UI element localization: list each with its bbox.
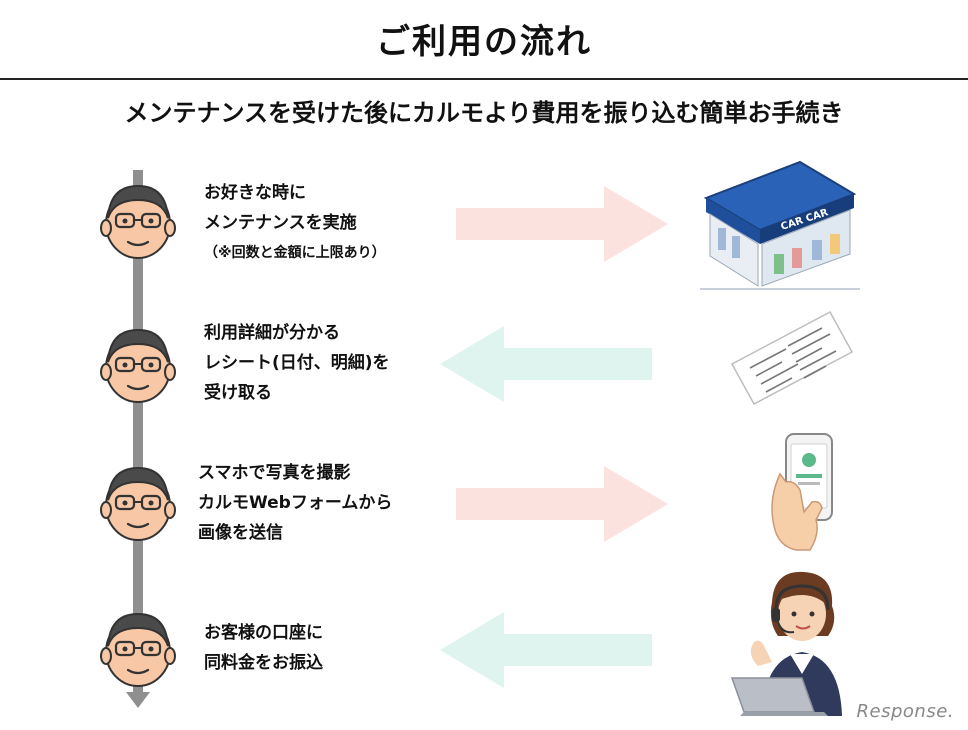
step-3-text: スマホで写真を撮影 カルモWebフォームから 画像を送信 bbox=[198, 458, 392, 548]
smartphone-illustration bbox=[771, 433, 833, 551]
left-arrow-icon bbox=[440, 612, 652, 688]
step-1-note: （※回数と金額に上限あり） bbox=[204, 245, 386, 261]
step-1-text: お好きな時に メンテナンスを実施 （※回数と金額に上限あり） bbox=[204, 178, 386, 268]
customer-avatar-icon bbox=[100, 328, 176, 403]
step-2-line-3: 受け取る bbox=[204, 383, 272, 403]
step-2-text: 利用詳細が分かる レシート(日付、明細)を 受け取る bbox=[204, 318, 390, 408]
customer-avatar-icon bbox=[100, 184, 176, 259]
customer-avatar-icon bbox=[100, 466, 176, 541]
timeline-bar bbox=[133, 170, 143, 695]
step-3-line-3: 画像を送信 bbox=[198, 523, 283, 543]
step-1-line-2: メンテナンスを実施 bbox=[204, 213, 357, 233]
step-2-line-1: 利用詳細が分かる bbox=[204, 323, 340, 343]
timeline-arrow-head bbox=[126, 692, 150, 708]
title-divider bbox=[0, 78, 968, 80]
step-3-line-2: カルモWebフォームから bbox=[198, 493, 393, 513]
left-arrow-icon bbox=[440, 326, 652, 402]
watermark-logo: Response. bbox=[856, 701, 954, 722]
page-subtitle: メンテナンスを受けた後にカルモより費用を振り込む簡単お手続き bbox=[124, 99, 844, 127]
car-shop-illustration: CAR CAR bbox=[700, 160, 860, 290]
customer-avatar-icon bbox=[100, 612, 176, 687]
right-arrow-icon bbox=[456, 466, 668, 542]
step-2-line-2: レシート(日付、明細)を bbox=[204, 353, 390, 373]
right-arrow-icon bbox=[456, 186, 668, 262]
step-3-line-1: スマホで写真を撮影 bbox=[198, 463, 351, 483]
step-4-line-2: 同料金をお振込 bbox=[204, 653, 323, 673]
step-4-text: お客様の口座に 同料金をお振込 bbox=[204, 618, 323, 678]
page-title: ご利用の流れ bbox=[376, 22, 592, 62]
receipt-illustration bbox=[730, 310, 854, 406]
step-1-line-1: お好きな時に bbox=[204, 183, 306, 203]
step-4-line-1: お客様の口座に bbox=[204, 623, 323, 643]
operator-illustration bbox=[730, 571, 842, 716]
